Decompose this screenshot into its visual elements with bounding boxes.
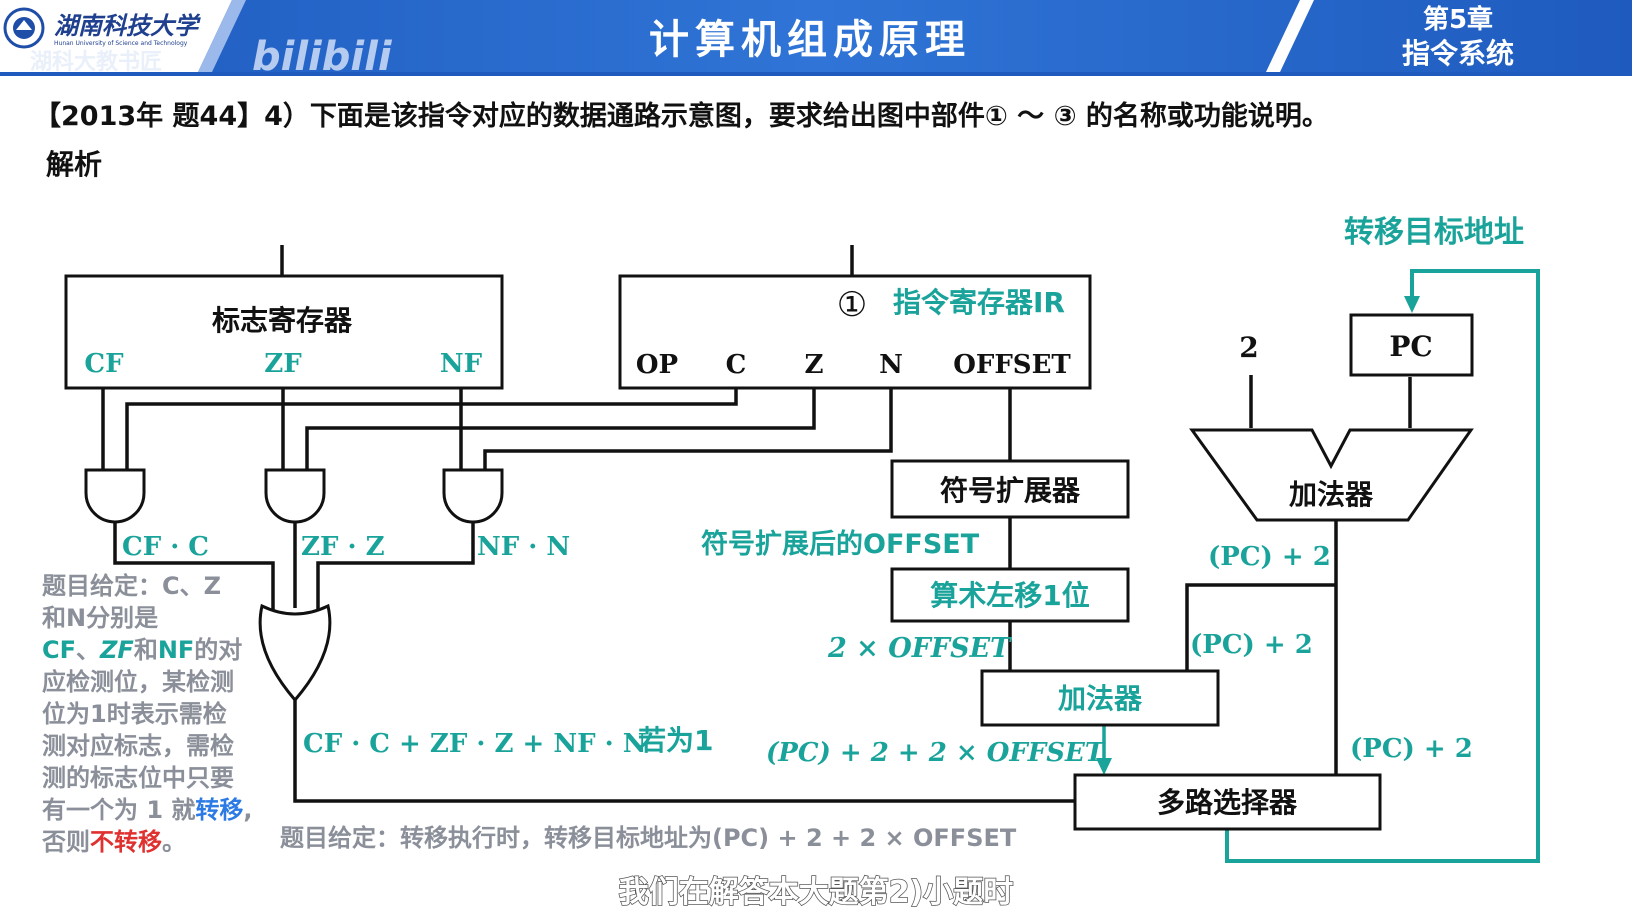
adder-output-arrow <box>1096 725 1112 775</box>
datapath-wires <box>101 245 1412 803</box>
note-line-1: 题目给定：C、Z <box>42 572 221 600</box>
ir-label: 指令寄存器IR <box>893 286 1065 319</box>
note-line-2: 和N分别是 <box>42 604 158 632</box>
or-gate <box>258 603 332 703</box>
ir-offset: OFFSET <box>953 350 1071 380</box>
shift-left-box <box>890 567 1130 623</box>
feedback-wire <box>1225 269 1540 863</box>
shift-left-label: 算术左移1位 <box>930 579 1089 612</box>
pc-register-box <box>1349 313 1474 377</box>
constant-two-label: 2 <box>1239 331 1258 364</box>
note-line-8: 有一个为 1 就转移, <box>42 796 253 824</box>
pc-adder-shape <box>1189 428 1474 522</box>
note-line-6: 测对应标志，需检 <box>42 732 234 760</box>
note-line-7: 测的标志位中只要 <box>42 764 234 792</box>
pc-register-label: PC <box>1389 330 1432 363</box>
multiplexer-label: 多路选择器 <box>1157 786 1298 819</box>
flag-register: 标志寄存器 CF ZF NF <box>64 274 504 390</box>
pc-plus-two-label-3: (PC) + 2 <box>1350 734 1473 764</box>
course-title: 计算机组成原理 <box>649 17 971 63</box>
if-one-label: 若为1 <box>638 724 713 757</box>
pc-input-arrow <box>1404 296 1420 313</box>
pc-adder-label: 加法器 <box>1289 478 1374 511</box>
university-english: Hunan University of Science and Technolo… <box>54 40 188 47</box>
bottom-note: 题目给定：转移执行时，转移目标地址为(PC) + 2 + 2 × OFFSET <box>280 824 1017 852</box>
note-line-4: 应检测位，某检测 <box>42 668 234 696</box>
sign-extended-offset-label: 符号扩展后的OFFSET <box>701 528 980 560</box>
or-output-expression: CF · C + ZF · Z + NF · N <box>303 729 647 759</box>
analysis-label: 解析 <box>46 148 102 181</box>
chapter-name: 指令系统 <box>1402 37 1514 70</box>
pc-plus-two-label-2: (PC) + 2 <box>1190 630 1313 660</box>
and-gate-zf <box>264 468 326 524</box>
ir-c: C <box>726 350 747 380</box>
and-gate-nf <box>442 468 504 524</box>
ir-n: N <box>879 350 903 380</box>
sign-extender-box <box>890 459 1130 519</box>
university-logo <box>3 7 45 49</box>
gate-cf-c-label: CF · C <box>122 532 209 562</box>
flag-cf: CF <box>84 349 124 379</box>
ir-op: OP <box>636 350 678 380</box>
flag-register-title: 标志寄存器 <box>212 304 353 337</box>
flag-nf: NF <box>440 349 483 379</box>
branch-target-label: 转移目标地址 <box>1344 215 1524 250</box>
video-subtitle: 我们在解答本大题第2)小题时 <box>619 875 1014 910</box>
sign-extender-label: 符号扩展器 <box>940 474 1081 507</box>
ir-z: Z <box>805 350 824 380</box>
pc-plus-two-label-1: (PC) + 2 <box>1208 542 1331 572</box>
note-line-5: 位为1时表示需检 <box>42 700 227 728</box>
gate-zf-z-label: ZF · Z <box>301 532 385 562</box>
instruction-register: ① 指令寄存器IR OP C Z N OFFSET <box>618 274 1092 390</box>
and-gate-cf <box>84 468 146 524</box>
uploader-name: 湖科大教书匠 <box>30 49 162 75</box>
note-line-3: CF、ZF和NF的对 <box>42 636 242 664</box>
adder-box <box>980 669 1220 727</box>
header-bar <box>0 0 1632 76</box>
flag-zf: ZF <box>264 349 302 379</box>
two-offset-label: 2 × OFFSET <box>827 633 1012 664</box>
chapter-number: 第5章 <box>1423 4 1493 35</box>
ir-marker: ① <box>837 285 867 325</box>
adder-box-label: 加法器 <box>1058 682 1143 715</box>
side-note: 题目给定：C、Z 和N分别是 CF、ZF和NF的对 应检测位，某检测 位为1时表… <box>41 572 253 856</box>
gate-nf-n-label: NF · N <box>477 532 570 562</box>
multiplexer-box <box>1073 773 1382 831</box>
question-text: 【2013年 题44】4）下面是该指令对应的数据通路示意图，要求给出图中部件① … <box>34 100 1329 132</box>
note-line-9: 否则不转移。 <box>41 828 186 856</box>
bilibili-watermark: bilibili <box>252 34 393 80</box>
university-name: 湖南科技大学 <box>54 11 201 40</box>
adder-output-label: (PC) + 2 + 2 × OFFSET <box>766 738 1106 768</box>
